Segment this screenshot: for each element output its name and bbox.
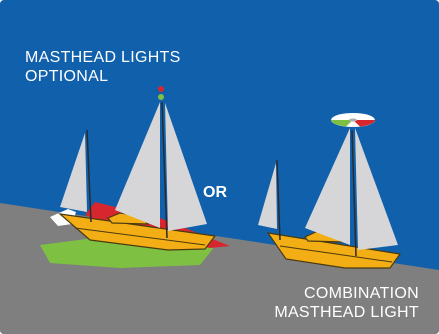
caption-bottom-line-1: COMBINATION	[274, 284, 419, 303]
combination-light-caption: COMBINATION MASTHEAD LIGHT	[274, 284, 419, 322]
caption-top-line-1: MASTHEAD LIGHTS	[25, 48, 181, 67]
caption-top-line-2: OPTIONAL	[25, 67, 181, 86]
masthead-light-green	[158, 94, 164, 100]
or-separator: OR	[203, 184, 227, 202]
masthead-light-red	[158, 86, 164, 92]
combination-masthead-light-icon	[331, 113, 375, 127]
masthead-optional-caption: MASTHEAD LIGHTS OPTIONAL	[25, 48, 181, 86]
caption-bottom-line-2: MASTHEAD LIGHT	[274, 303, 419, 322]
